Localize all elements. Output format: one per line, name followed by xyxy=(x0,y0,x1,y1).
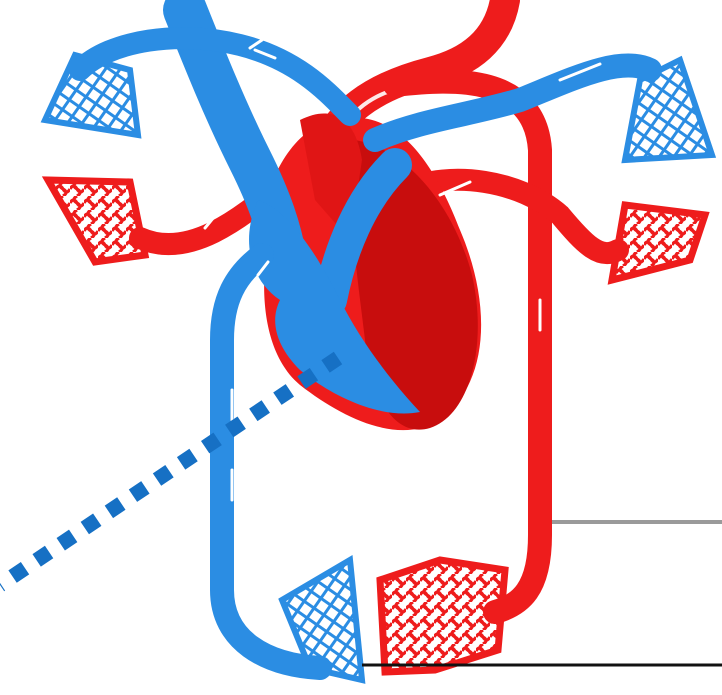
pointer-dotted-line xyxy=(0,358,338,585)
upper-left-body-capillaries xyxy=(48,180,145,262)
